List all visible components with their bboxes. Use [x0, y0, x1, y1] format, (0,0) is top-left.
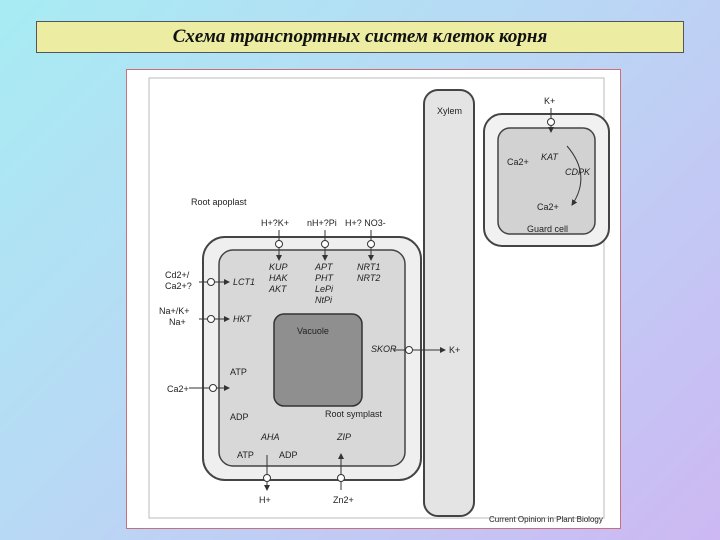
vacuole-label: Vacuole — [297, 326, 329, 336]
ion-cd: Cd2+/ — [165, 270, 190, 280]
inner-frame — [148, 77, 605, 519]
xylem-vessel — [423, 89, 475, 517]
ion-h-pi: nH+?Pi — [307, 218, 337, 228]
h-out-label: H+ — [259, 495, 271, 505]
root-apoplast-label: Root apoplast — [191, 197, 247, 207]
nrt1-label: NRT1 — [357, 262, 380, 272]
root-symplast-label: Root symplast — [325, 409, 383, 419]
ntpi-label: NtPi — [315, 295, 333, 305]
apt-channel — [321, 240, 329, 248]
skor-k-label: K+ — [449, 345, 460, 355]
ca-pump-channel — [209, 384, 217, 392]
slide-title: Схема транспортных систем клеток корня — [36, 21, 684, 53]
guard-channel — [547, 118, 555, 126]
hkt-label: HKT — [233, 314, 253, 324]
lct1-channel — [207, 278, 215, 286]
ion-na: Na+ — [169, 317, 186, 327]
atp-top-label: ATP — [230, 367, 247, 377]
guard-ca-bottom: Ca2+ — [537, 202, 559, 212]
hkt-channel — [207, 315, 215, 323]
diagram-svg: Xylem K+ Ca2+ KAT CDPK Ca2+ Guard cell V… — [148, 77, 610, 524]
ion-na-k: Na+/K+ — [159, 306, 190, 316]
transport-diagram: Xylem K+ Ca2+ KAT CDPK Ca2+ Guard cell V… — [126, 69, 621, 529]
aha-label: AHA — [260, 432, 280, 442]
kup-label: KUP — [269, 262, 288, 272]
credit-label: Current Opinion in Plant Biology — [489, 515, 603, 524]
guard-cell-label: Guard cell — [527, 224, 568, 234]
nrt-channel — [367, 240, 375, 248]
cdpk-label: CDPK — [565, 167, 591, 177]
akt-label: AKT — [268, 284, 288, 294]
skor-channel — [405, 346, 413, 354]
zn-out-label: Zn2+ — [333, 495, 354, 505]
kup-channel — [275, 240, 283, 248]
hak-label: HAK — [269, 273, 289, 283]
ion-h-no3: H+? NO3- — [345, 218, 386, 228]
atp-bottom-label: ATP — [237, 450, 254, 460]
apt-label: APT — [314, 262, 334, 272]
xylem-label: Xylem — [437, 106, 462, 116]
pht-label: PHT — [315, 273, 335, 283]
aha-channel — [263, 474, 271, 482]
guard-cycle-arrow — [566, 145, 582, 206]
ion-ca-pump: Ca2+ — [167, 384, 189, 394]
zip-channel — [337, 474, 345, 482]
kat-label: KAT — [541, 152, 559, 162]
guard-cell-inner — [497, 127, 596, 235]
guard-ca-left: Ca2+ — [507, 157, 529, 167]
lct1-label: LCT1 — [233, 277, 255, 287]
adp-bottom-label: ADP — [279, 450, 298, 460]
vacuole — [273, 313, 363, 407]
ion-h-k: H+?K+ — [261, 218, 289, 228]
ion-ca-lct: Ca2+? — [165, 281, 192, 291]
nrt2-label: NRT2 — [357, 273, 380, 283]
lepi-label: LePi — [315, 284, 334, 294]
adp-left-label: ADP — [230, 412, 249, 422]
skor-label: SKOR — [371, 344, 397, 354]
zip-label: ZIP — [336, 432, 351, 442]
guard-k-label: K+ — [544, 96, 555, 106]
